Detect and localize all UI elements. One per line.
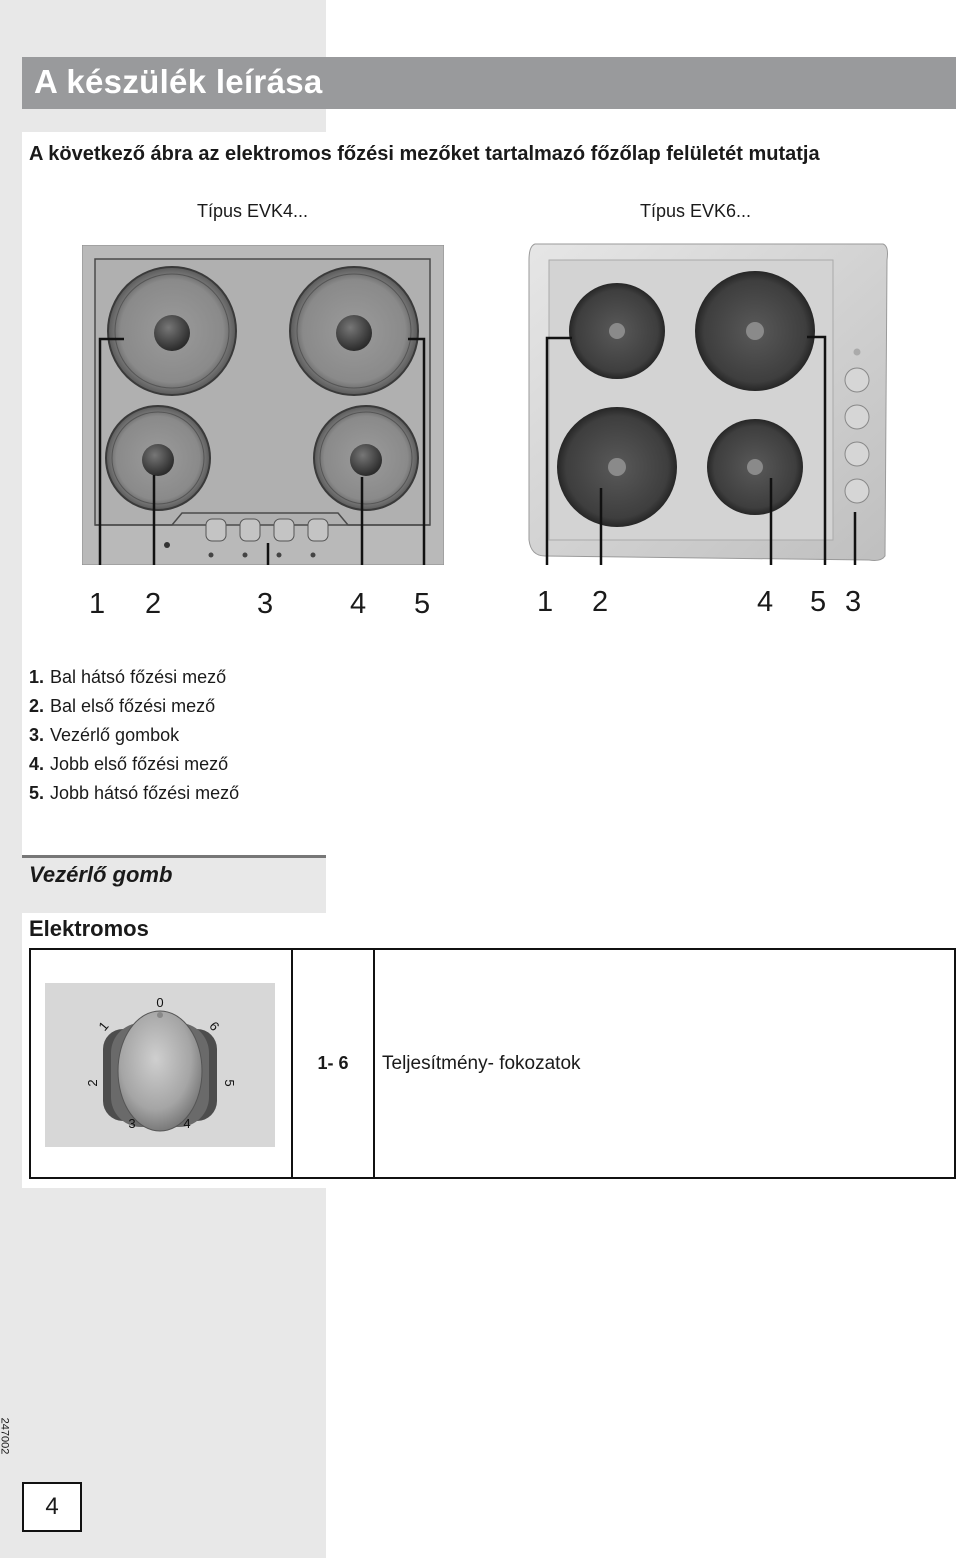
hob-evk6-illustration	[528, 243, 888, 565]
control-knob-table: 0 1 2 3 4 5 6 1- 6 Teljesítmény- fokozat…	[29, 948, 956, 1179]
callout-number-left-3: 3	[257, 588, 274, 620]
intro-text: A következő ábra az elektromos főzési me…	[29, 143, 820, 165]
type-label-right: Típus EVK6...	[640, 201, 752, 221]
burner-front-right	[707, 419, 803, 515]
spacer-panel	[22, 814, 326, 855]
callout-number-left-1: 1	[89, 588, 106, 620]
burner-rear-left	[569, 283, 665, 379]
knob-scale-3: 3	[128, 1116, 135, 1131]
subsection-title: Elektromos	[29, 916, 149, 941]
knob-scale-4: 4	[183, 1116, 190, 1131]
page-number: 4	[45, 1493, 59, 1520]
range-cell: 1- 6	[291, 948, 375, 1179]
table-row: 0 1 2 3 4 5 6 1- 6 Teljesítmény- fokozat…	[29, 948, 956, 1179]
knob-image-cell: 0 1 2 3 4 5 6	[29, 948, 293, 1179]
section-title: Vezérlő gomb	[29, 862, 173, 887]
legend-item: 2.Bal első főzési mező	[29, 696, 216, 716]
callout-number-right-4: 4	[757, 586, 774, 618]
parts-legend: 1.Bal hátsó főzési mező 2.Bal első főzés…	[29, 663, 239, 808]
legend-item: 4.Jobb első főzési mező	[29, 754, 229, 774]
section-divider	[22, 855, 326, 858]
burner-front-right	[313, 405, 419, 511]
callout-lines-left	[98, 337, 426, 565]
callout-lines-right	[545, 335, 857, 565]
control-knobs-right	[844, 348, 870, 504]
callout-number-right-1: 1	[537, 586, 554, 618]
knob-scale-0: 0	[156, 995, 163, 1010]
description-cell: Teljesítmény- fokozatok	[373, 948, 956, 1179]
burner-front-left	[105, 405, 211, 511]
burner-rear-right	[695, 271, 815, 391]
knob-scale-5: 5	[222, 1079, 237, 1086]
callout-number-right-2: 2	[592, 586, 609, 618]
type-label-left: Típus EVK4...	[197, 201, 309, 221]
callout-number-right-5: 5	[810, 586, 827, 618]
page-number-box: 4	[22, 1482, 82, 1532]
callout-number-left-4: 4	[350, 588, 367, 620]
legend-item: 3.Vezérlő gombok	[29, 725, 180, 745]
burner-front-left	[557, 407, 677, 527]
hob-evk4-illustration	[82, 245, 444, 565]
document-code: 247002	[0, 1417, 11, 1455]
indicator-light	[164, 542, 170, 548]
burner-rear-right	[289, 266, 419, 396]
callout-number-left-5: 5	[414, 588, 431, 620]
control-knob-illustration: 0 1 2 3 4 5 6	[45, 983, 275, 1147]
callout-number-left-2: 2	[145, 588, 162, 620]
page-title: A készülék leírása	[34, 63, 323, 100]
control-knobs-left	[205, 518, 329, 558]
callout-number-right-3: 3	[845, 586, 862, 618]
title-bar: A készülék leírása	[22, 57, 956, 109]
legend-item: 1.Bal hátsó főzési mező	[29, 667, 227, 687]
burner-rear-left	[107, 266, 237, 396]
knob-scale-2: 2	[85, 1079, 100, 1086]
legend-item: 5.Jobb hátsó főzési mező	[29, 783, 240, 803]
